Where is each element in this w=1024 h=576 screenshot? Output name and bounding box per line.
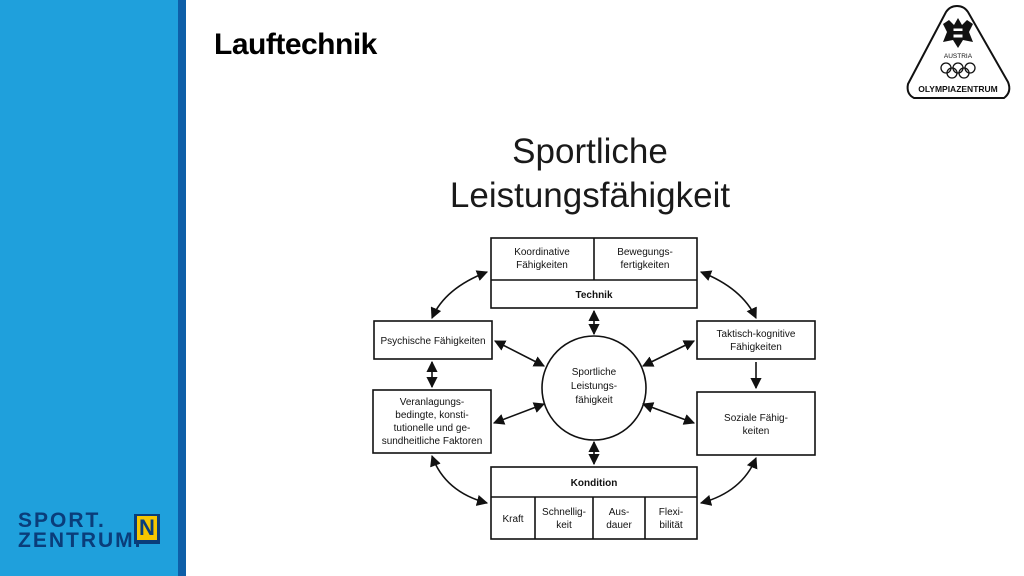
veranlagung-label-2: bedingte, konsti- [395, 410, 468, 421]
bewegung-label-1: Bewegungs- [617, 247, 673, 258]
veranlagung-box [372, 389, 492, 454]
sport-logo-line2: ZENTRUM. [18, 529, 143, 552]
taktisch-label-2: Fähigkeiten [730, 342, 782, 353]
sport-logo-line1: SPORT. [18, 509, 106, 532]
sozial-box [696, 391, 816, 456]
psychische-label: Psychische Fähigkeiten [380, 336, 485, 347]
ausdauer-label-1: Aus- [609, 507, 630, 518]
arrow-veranlagung-center [492, 402, 546, 425]
arrow-center-sozial [641, 402, 696, 425]
ausdauer-label-2: dauer [606, 520, 632, 531]
olympia-logo-top: AUSTRIA [944, 53, 973, 60]
arrow-psychisch-technik [430, 270, 489, 320]
arrow-kondition-sozial [699, 456, 758, 506]
kondition-box [490, 466, 698, 540]
schnelligkeit-label-1: Schnellig- [542, 507, 586, 518]
schnelligkeit-label-2: keit [556, 520, 572, 531]
technik-label: Technik [575, 290, 612, 301]
sozial-label-1: Soziale Fähig- [724, 413, 788, 424]
taktisch-box [696, 320, 816, 360]
sozial-label-2: keiten [743, 426, 770, 437]
taktisch-label-1: Taktisch-kognitive [717, 329, 796, 340]
diagram-title-line2: Leistungsfähigkeit [449, 176, 731, 215]
center-label-1: Sportliche [572, 367, 617, 378]
sidebar-band [0, 0, 178, 576]
center-circle [541, 335, 647, 441]
eagle-icon [943, 18, 973, 48]
sidebar-edge [178, 0, 186, 576]
veranlagung-label-3: tutionelle und ge- [394, 423, 471, 434]
veranlagung-label-4: sundheitliche Faktoren [382, 436, 483, 447]
arrow-center-taktisch [641, 340, 696, 367]
sport-zentrum-logo: SPORT. ZENTRUM. [18, 509, 143, 552]
psychische-box [373, 320, 493, 360]
olympic-rings-icon [940, 62, 976, 79]
koordinative-label-2: Fähigkeiten [516, 260, 568, 271]
slide-title: Lauftechnik [214, 28, 377, 61]
noe-badge-letter: N [137, 516, 157, 540]
diagram-title-line1: Sportliche [512, 132, 668, 171]
center-label-2: Leistungs- [571, 381, 617, 392]
kondition-label: Kondition [571, 478, 618, 489]
koordinative-label-1: Koordinative [514, 247, 570, 258]
arrow-veranlagung-kondition [430, 454, 489, 506]
center-label-3: fähigkeit [575, 395, 612, 406]
flexibilitaet-label-1: Flexi- [659, 507, 683, 518]
veranlagung-label-1: Veranlagungs- [400, 397, 465, 408]
arrow-technik-taktisch [699, 270, 757, 320]
arrow-psychisch-center [494, 340, 545, 367]
flexibilitaet-label-2: bilität [659, 520, 683, 531]
olympiazentrum-logo: AUSTRIA OLYMPIAZENTRUM [906, 4, 1011, 99]
bewegung-label-2: fertigkeiten [621, 260, 670, 271]
olympia-logo-bottom: OLYMPIAZENTRUM [918, 84, 998, 94]
noe-badge-icon: N [134, 514, 160, 544]
diagram-title: Sportliche Leistungsfähigkeit [420, 130, 760, 218]
kraft-label: Kraft [502, 514, 523, 525]
